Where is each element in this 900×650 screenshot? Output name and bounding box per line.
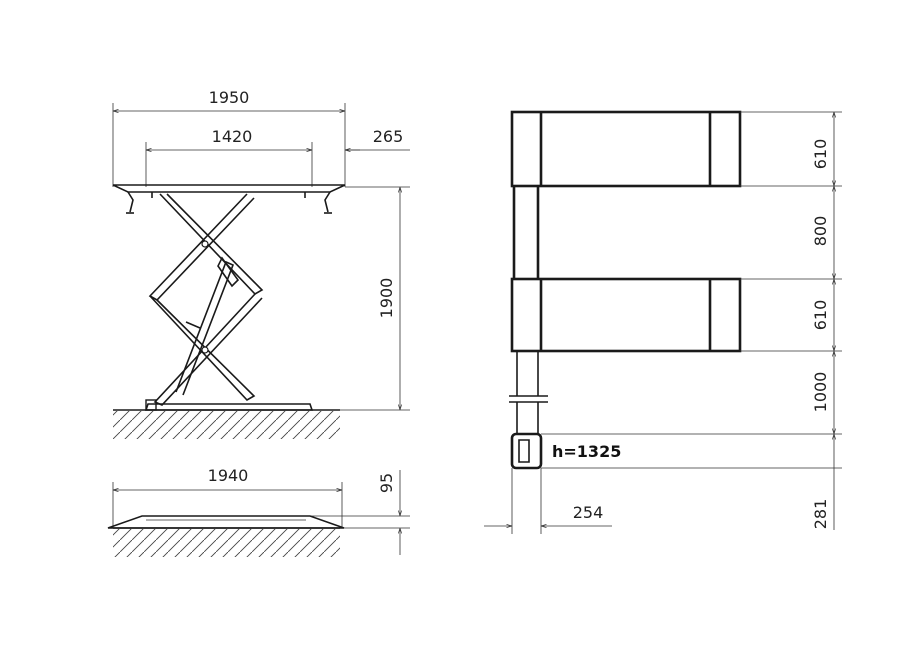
dim-label-281: 281 xyxy=(811,499,830,530)
scissor-arms xyxy=(148,193,264,406)
hydraulic-hose xyxy=(509,351,548,434)
dim-label-1900: 1900 xyxy=(377,278,396,319)
dim-label-1950: 1950 xyxy=(209,88,250,107)
dim-label-254: 254 xyxy=(573,503,604,522)
dimension-lift-height: 1900 xyxy=(310,186,410,411)
side-view-lowered: 1940 95 xyxy=(107,466,410,557)
dimension-total-width: 1950 xyxy=(112,88,346,187)
control-height-label: h=1325 xyxy=(552,442,621,461)
dim-label-95: 95 xyxy=(377,473,396,493)
platform-upper-plan xyxy=(510,110,742,188)
dim-label-1940: 1940 xyxy=(208,466,249,485)
control-unit: h=1325 xyxy=(510,432,621,470)
dim-label-1000: 1000 xyxy=(811,372,830,413)
lowered-platform xyxy=(107,515,345,529)
dim-label-610-top: 610 xyxy=(811,139,830,170)
platform-lower-plan xyxy=(510,277,742,353)
dimension-base-length: 1940 xyxy=(112,466,343,528)
dim-label-265: 265 xyxy=(373,127,404,146)
connector-beam xyxy=(512,186,540,279)
dimension-base-height: 95 xyxy=(300,470,410,555)
dim-label-800: 800 xyxy=(811,216,830,247)
dimension-offset: 265 xyxy=(345,127,410,150)
dim-label-610-bottom: 610 xyxy=(811,300,830,331)
dimension-inner-width: 1420 xyxy=(145,127,313,187)
dimension-control-width: 254 xyxy=(484,468,612,534)
ground-hatch-lower xyxy=(113,527,340,557)
base-raised xyxy=(144,399,314,411)
side-view-raised: 1950 1420 265 1900 xyxy=(112,88,410,439)
dimension-chain-right: 610 800 610 1000 281 xyxy=(541,111,842,530)
ground-hatch-upper xyxy=(113,409,340,439)
dim-label-1420: 1420 xyxy=(212,127,253,146)
platform-top xyxy=(112,184,346,214)
top-view: h=1325 610 800 610 1000 281 xyxy=(484,110,842,534)
